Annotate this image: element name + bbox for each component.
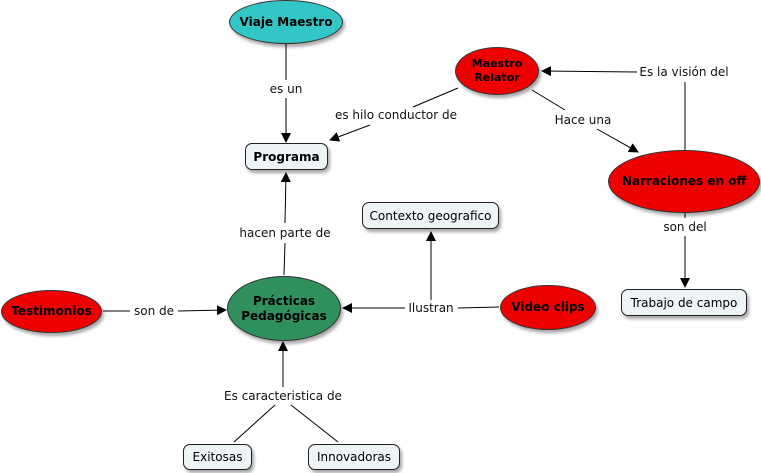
- arrow-hacen-programa: [280, 172, 291, 224]
- node-narraciones-en-off[interactable]: Narraciones en off: [608, 150, 760, 213]
- link-label-es-un: es un: [267, 82, 305, 96]
- link-label-es-caracteristica-de: Es caracteristica de: [222, 389, 344, 403]
- node-viaje-maestro[interactable]: Viaje Maestro: [229, 0, 343, 44]
- arrow-haceuna-narraciones: [596, 128, 639, 153]
- node-innovadoras[interactable]: Innovadoras: [308, 444, 400, 470]
- node-exitosas[interactable]: Exitosas: [183, 444, 252, 470]
- connector-practicas-hacen: [283, 242, 286, 276]
- link-label-son-del: son del: [661, 220, 709, 234]
- node-maestro-relator[interactable]: Maestro Relator: [455, 47, 539, 95]
- arrow-vision-relator: [541, 66, 638, 77]
- link-label-hace-una: Hace una: [552, 113, 614, 127]
- connector-exitosas-caract: [233, 404, 276, 443]
- link-label-son-de: son de: [131, 304, 177, 318]
- link-label-hacen-parte-de: hacen parte de: [237, 226, 333, 240]
- connector-relator-haceuna: [531, 89, 566, 111]
- link-label-es-la-vision: Es la visión del: [637, 65, 731, 79]
- node-video-clips[interactable]: Video clips: [500, 285, 596, 330]
- node-testimonios[interactable]: Testimonios: [1, 290, 102, 333]
- connector-video-ilustran: [457, 306, 500, 309]
- node-programa[interactable]: Programa: [245, 143, 328, 170]
- link-label-ilustran: Ilustran: [406, 301, 456, 315]
- connector-innovadoras-caract: [290, 404, 339, 443]
- arrow-sonde-practicas: [177, 305, 227, 316]
- arrow-hilo-programa: [329, 124, 371, 142]
- connector-relator-hilo: [412, 87, 459, 108]
- node-contexto-geografico[interactable]: Contexto geografico: [362, 202, 499, 229]
- node-trabajo-de-campo[interactable]: Trabajo de campo: [621, 289, 747, 316]
- link-label-es-hilo-conductor: es hilo conductor de: [332, 108, 460, 122]
- node-practicas-pedagogicas[interactable]: Prácticas Pedagógicas: [227, 276, 341, 341]
